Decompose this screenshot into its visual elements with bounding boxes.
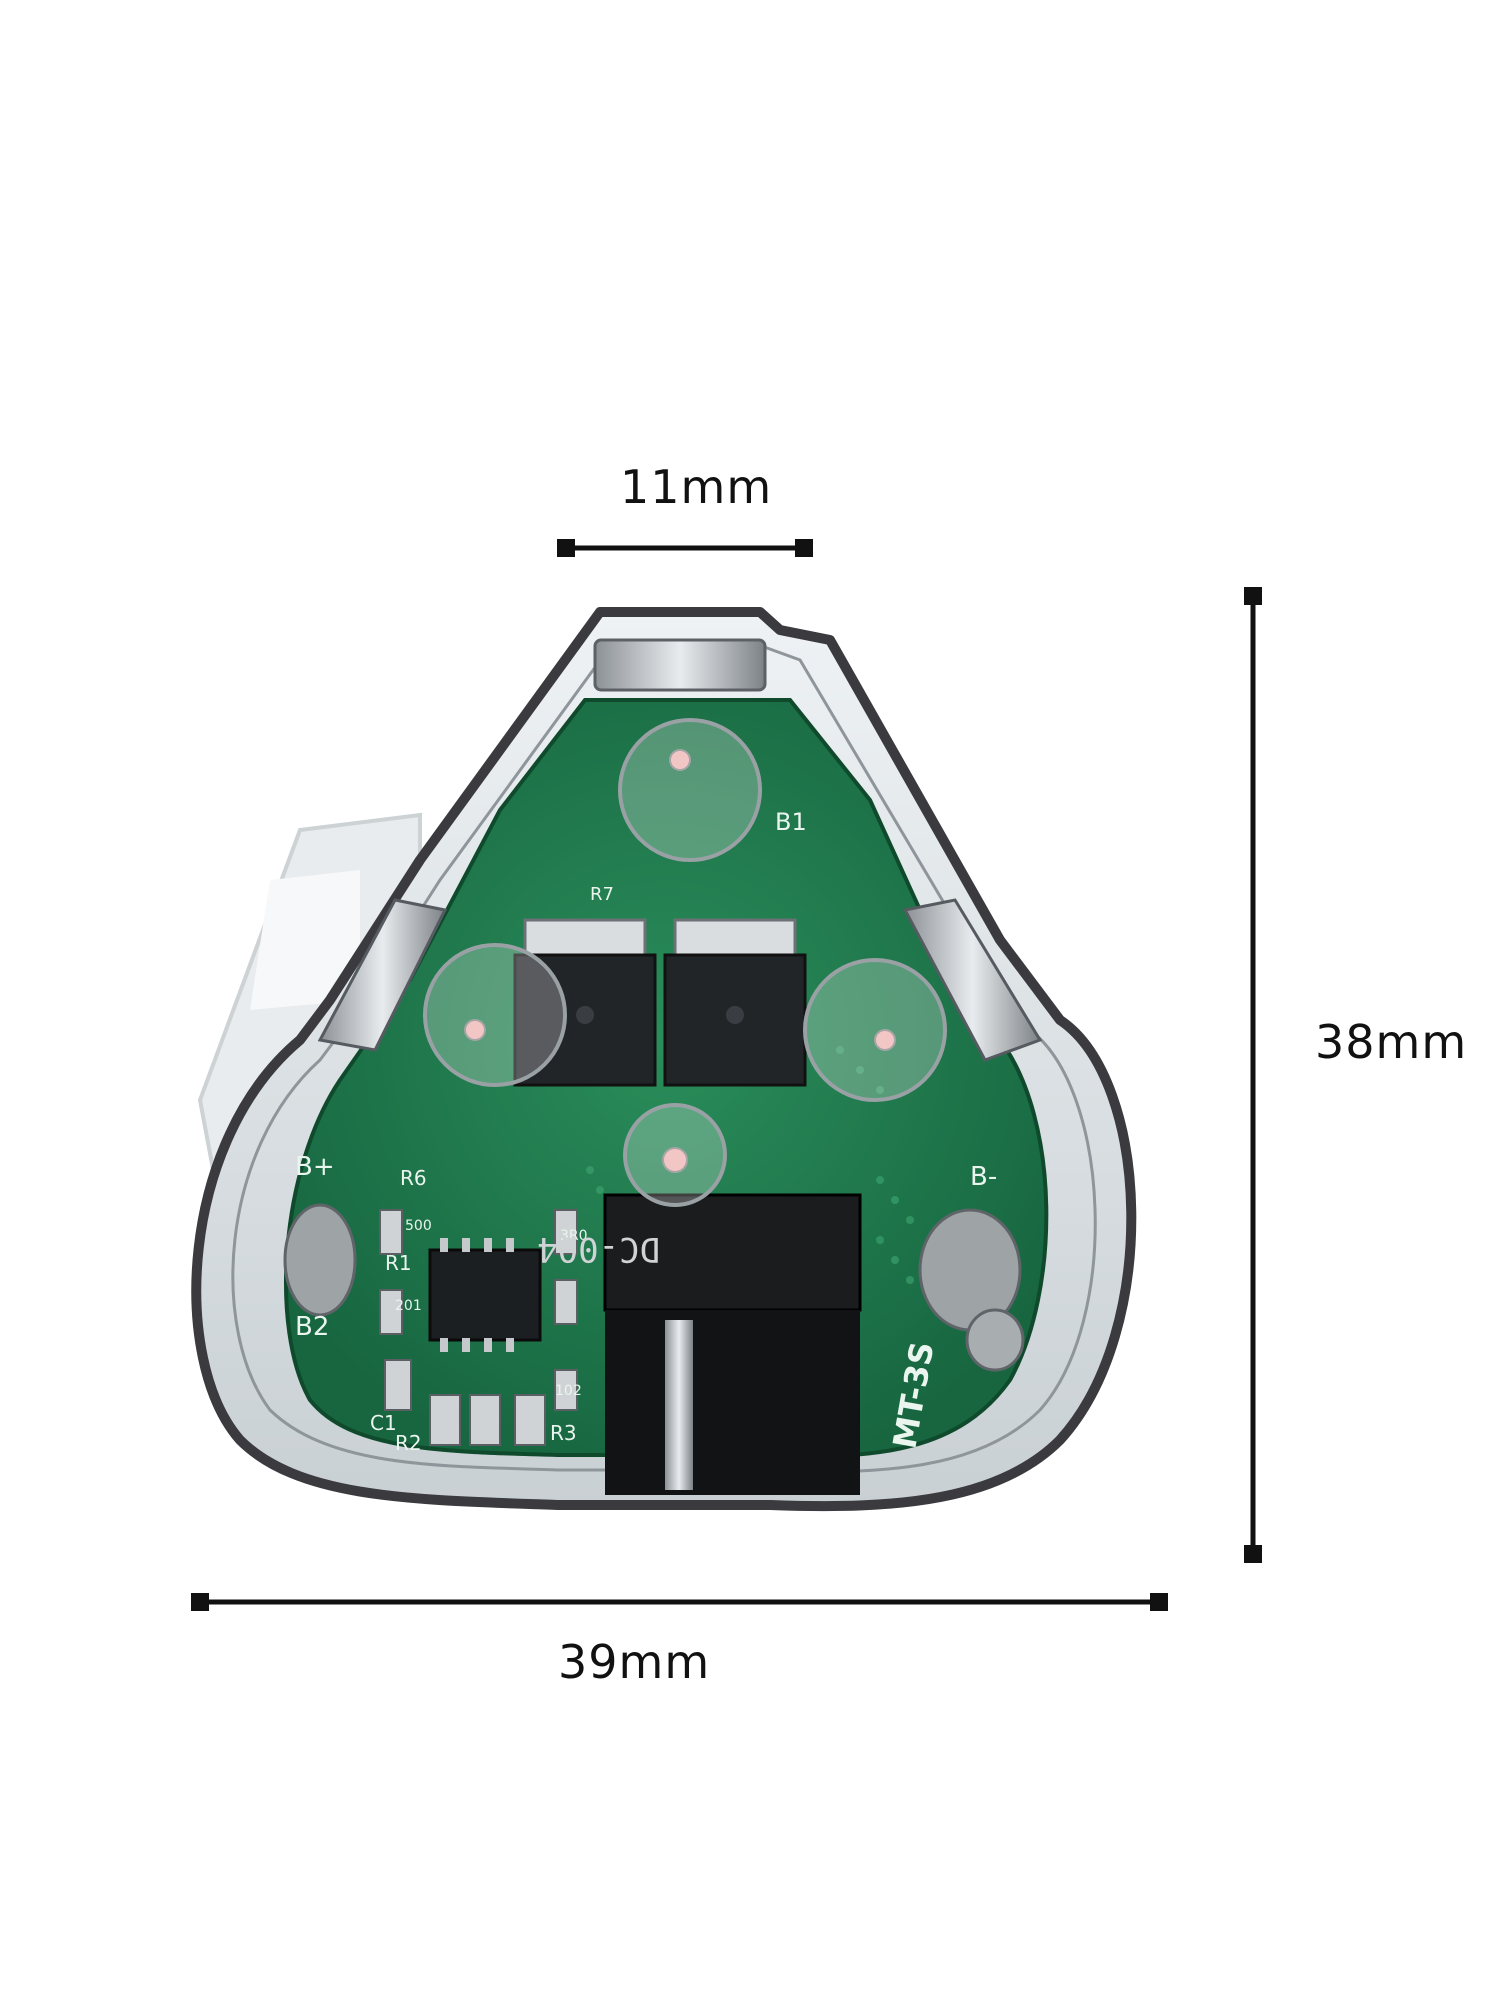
label-resistor-d: 102 [555, 1383, 582, 1399]
label-b1: B1 [775, 808, 807, 836]
label-r1: R1 [385, 1251, 412, 1275]
label-r2: R2 [395, 1431, 422, 1455]
label-resistor-b: 201 [395, 1298, 422, 1314]
label-b-plus: B+ [295, 1152, 335, 1182]
label-connector: DC-004 [537, 1229, 660, 1269]
label-resistor-a: 500 [405, 1218, 432, 1234]
right-metal-rail [902, 898, 1043, 1062]
smd-components [379, 1209, 578, 1446]
label-r6: R6 [400, 1166, 427, 1190]
label-c1: C1 [370, 1411, 397, 1435]
label-b2: B2 [295, 1312, 329, 1342]
dimension-label-top: 11mm [620, 460, 773, 514]
dc-connector [603, 1193, 862, 1495]
left-metal-rail [317, 898, 448, 1052]
label-b-minus: B- [970, 1162, 997, 1192]
solder-pad-right [918, 1208, 1025, 1372]
ic-chip [428, 1238, 542, 1352]
mosfet-left [513, 918, 657, 1087]
mosfet-right [663, 918, 807, 1087]
label-r7: R7 [590, 884, 614, 905]
label-resistor-c: 3R0 [560, 1228, 588, 1244]
dimension-label-right: 38mm [1315, 1015, 1468, 1069]
top-metal-strip [593, 638, 767, 692]
label-r3: R3 [550, 1421, 577, 1445]
dimension-label-bottom: 39mm [558, 1635, 711, 1689]
solder-pad-left [283, 1203, 357, 1317]
